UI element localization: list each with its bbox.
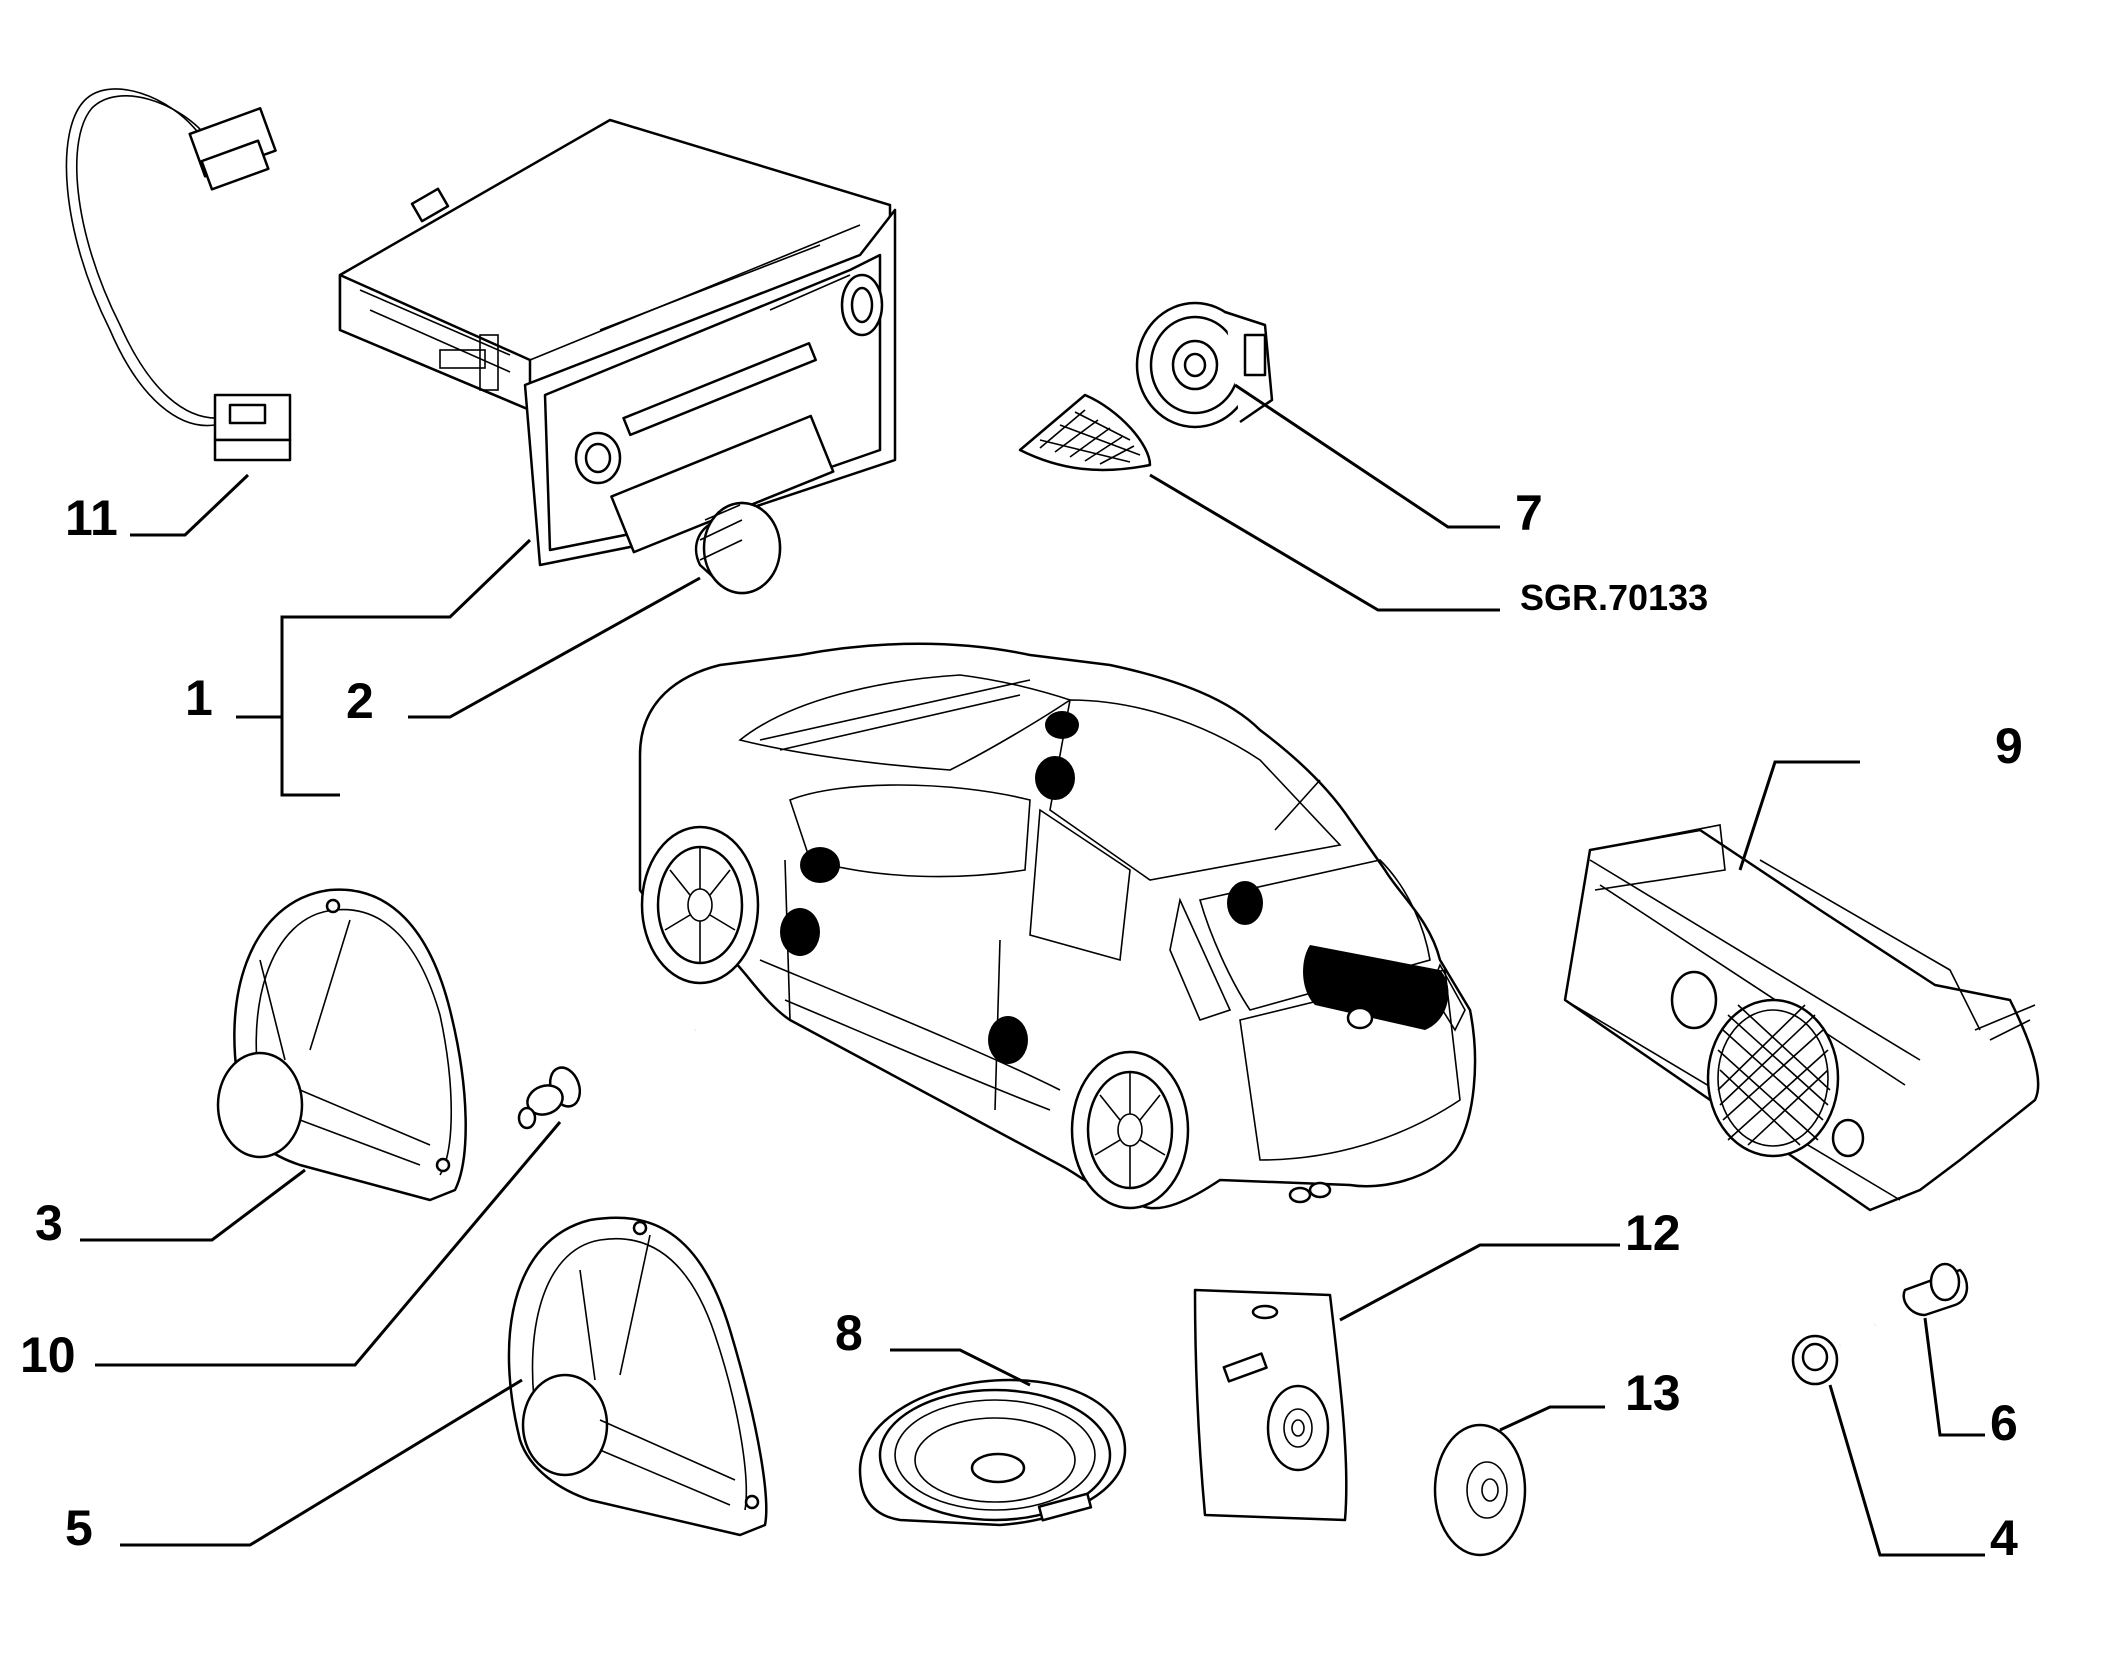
label-reference-sgr: SGR.70133	[1520, 577, 1708, 618]
cd-drawing	[1433, 1423, 1527, 1557]
label-part-1: 1	[185, 670, 213, 726]
label-part-9: 9	[1995, 718, 2023, 774]
car-drawing	[638, 642, 1477, 1210]
front-speaker-housing-drawing	[216, 888, 467, 1202]
label-part-7: 7	[1515, 485, 1543, 541]
leader-lines	[80, 383, 1985, 1557]
label-part-13: 13	[1625, 1365, 1681, 1421]
label-part-2: 2	[346, 673, 374, 729]
subwoofer-box-drawing	[1563, 824, 2040, 1212]
tweeter-grille-drawing	[1018, 393, 1152, 472]
clip-nut-drawing	[1902, 1262, 1969, 1317]
label-part-10: 10	[20, 1327, 76, 1383]
tweeter-drawing	[1135, 301, 1274, 429]
label-part-11: 11	[65, 490, 118, 546]
door-speaker-drawing	[858, 1378, 1127, 1527]
wiring-harness-drawing	[65, 88, 292, 462]
knob-drawing	[694, 501, 782, 595]
rear-speaker-housing-drawing	[507, 1216, 768, 1537]
rivet-drawing	[517, 1028, 696, 1130]
software-kit-drawing	[1193, 1288, 1348, 1522]
label-part-3: 3	[35, 1195, 63, 1251]
label-part-5: 5	[65, 1500, 93, 1556]
label-part-12: 12	[1625, 1205, 1681, 1261]
radio-head-unit-drawing	[338, 118, 897, 567]
label-part-4: 4	[1990, 1510, 2018, 1566]
label-part-8: 8	[835, 1305, 863, 1361]
label-part-6: 6	[1990, 1395, 2018, 1451]
screw-drawing	[1791, 1321, 1877, 1386]
